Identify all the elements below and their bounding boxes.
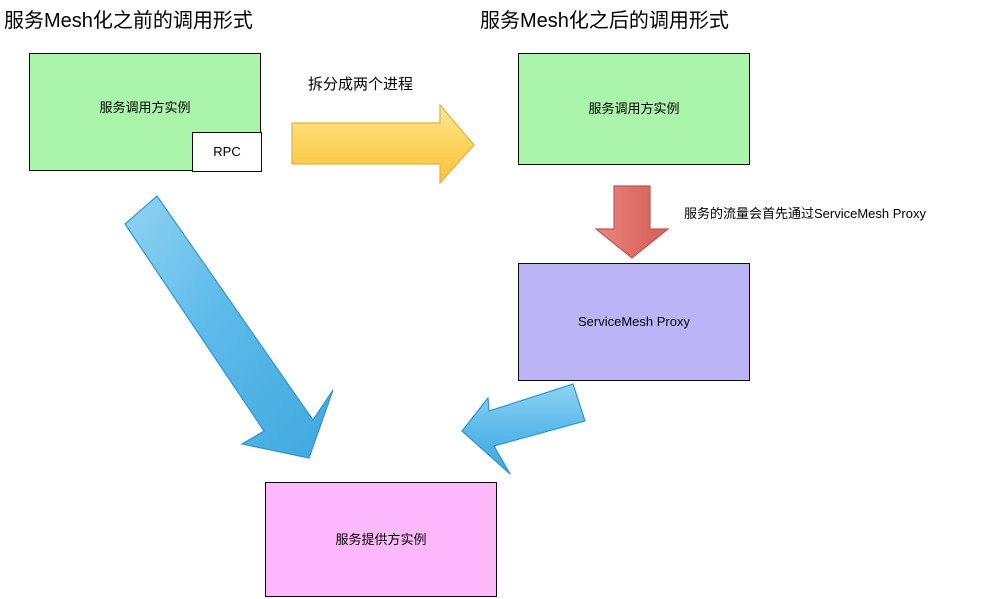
blue-diagonal-arrow bbox=[124, 195, 334, 459]
node-rpc-label: RPC bbox=[213, 144, 241, 159]
node-caller-before-label: 服务调用方实例 bbox=[99, 100, 191, 115]
node-servicemesh-proxy-label: ServiceMesh Proxy bbox=[578, 314, 690, 329]
node-service-provider[interactable]: 服务提供方实例 bbox=[265, 482, 497, 597]
label-split-process: 拆分成两个进程 bbox=[308, 76, 414, 93]
label-traffic-through-proxy: 服务的流量会首先通过ServiceMesh Proxy bbox=[684, 206, 926, 221]
node-servicemesh-proxy[interactable]: ServiceMesh Proxy bbox=[518, 263, 750, 381]
yellow-right-arrow bbox=[291, 103, 475, 185]
node-caller-after-label: 服务调用方实例 bbox=[588, 101, 680, 116]
title-before: 服务Mesh化之前的调用形式 bbox=[4, 10, 253, 32]
node-service-provider-label: 服务提供方实例 bbox=[335, 531, 427, 547]
red-down-arrow bbox=[594, 185, 670, 259]
title-after: 服务Mesh化之后的调用形式 bbox=[480, 10, 729, 32]
node-rpc[interactable]: RPC bbox=[192, 132, 262, 172]
node-caller-after[interactable]: 服务调用方实例 bbox=[518, 53, 750, 165]
node-caller-before[interactable]: 服务调用方实例 RPC bbox=[29, 53, 262, 172]
blue-left-arrow bbox=[461, 383, 586, 475]
